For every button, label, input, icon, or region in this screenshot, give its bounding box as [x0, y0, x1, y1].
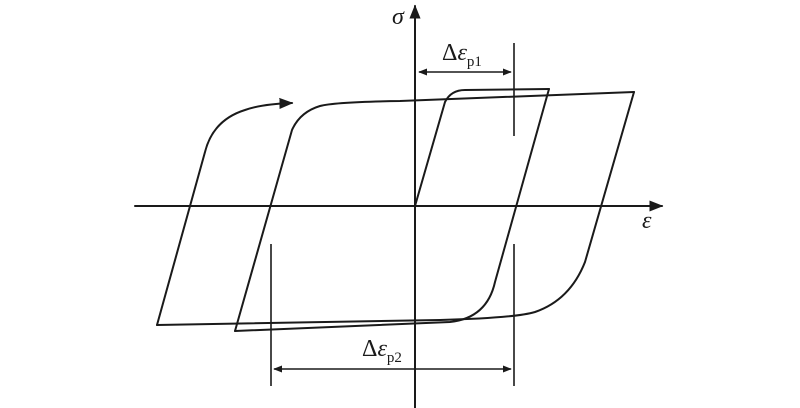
delta-ep2-label: Δεp2 — [362, 336, 402, 366]
x-axis-label: ε — [642, 208, 652, 234]
y-axis-label: σ — [392, 4, 405, 30]
left-reloading-branch — [156, 97, 294, 326]
right-unloading-branch — [156, 91, 635, 326]
first-unloading-branch — [234, 88, 550, 332]
delta-ep1-label: Δεp1 — [442, 40, 482, 70]
reloading-branch — [234, 91, 635, 332]
initial-loading-curve — [414, 88, 550, 207]
